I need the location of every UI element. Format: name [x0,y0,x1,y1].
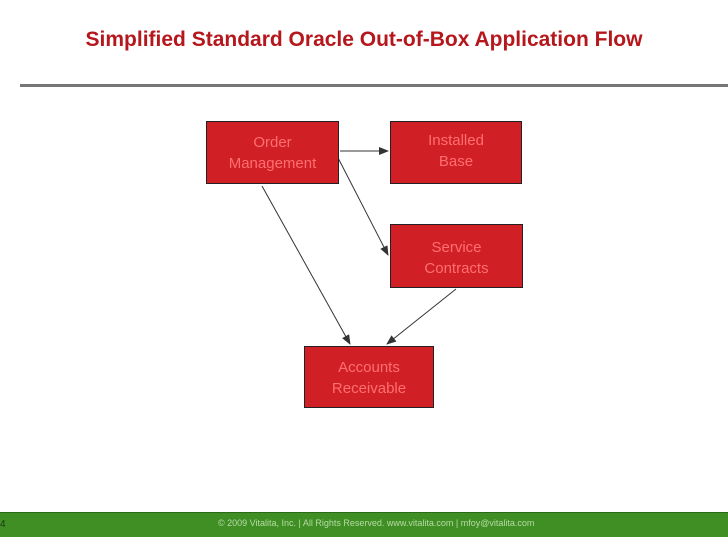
service-contracts-label-line2: Contracts [424,260,489,277]
arrow-om-to-sc [333,149,389,256]
installed-base-box: Installed Base [390,121,522,184]
page-number: 4 [0,519,6,530]
arrow-om-to-ar [261,185,351,345]
service-contracts-box: Service Contracts [390,224,523,288]
title-divider [20,84,728,87]
installed-base-label-line2: Base [438,153,474,170]
order-management-box: Order Management [206,121,339,184]
accounts-receivable-label-line2: Receivable [331,380,407,397]
arrow-sc-to-ar [386,288,457,345]
installed-base-label-line1: Installed [428,132,484,149]
footer-bar: 4 © 2009 Vitalita, Inc. | All Rights Res… [0,512,728,537]
slide-title: Simplified Standard Oracle Out-of-Box Ap… [85,28,643,51]
order-management-label-line1: Order [253,134,292,151]
service-contracts-label-line1: Service [431,239,482,256]
footer-copyright: © 2009 Vitalita, Inc. | All Rights Reser… [218,518,535,528]
accounts-receivable-box: Accounts Receivable [304,346,434,408]
order-management-label-line2: Management [228,155,317,172]
accounts-receivable-label-line1: Accounts [338,359,400,376]
